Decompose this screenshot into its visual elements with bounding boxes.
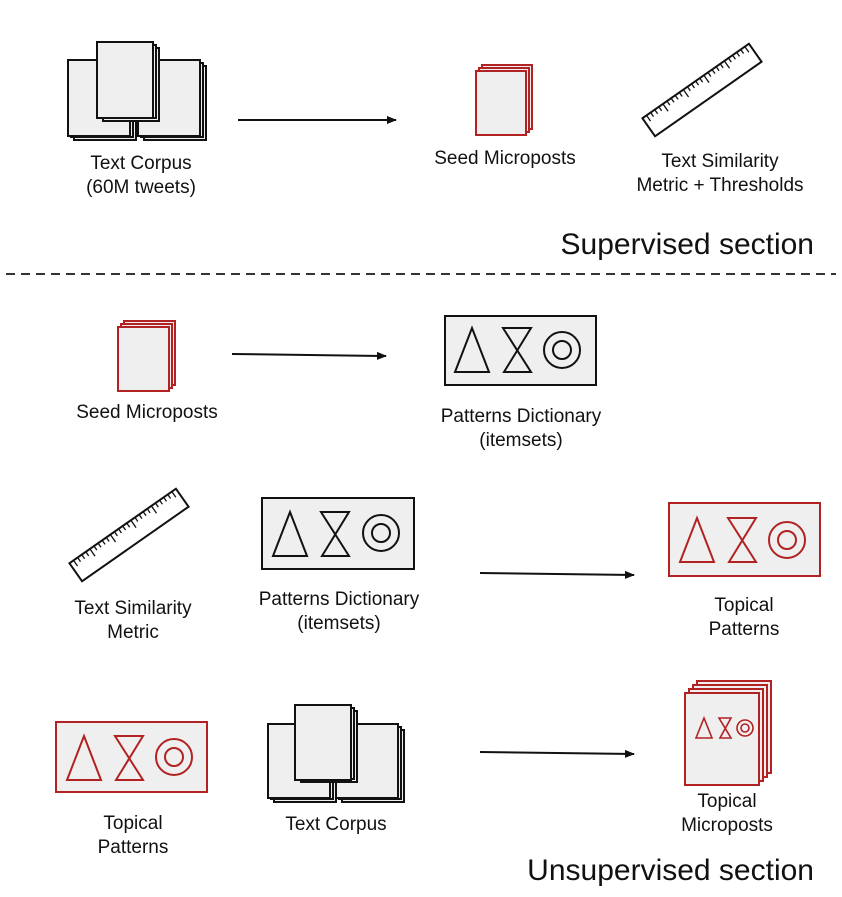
corpus-label: Text Corpus (60M tweets) — [86, 153, 196, 198]
topical-patterns-icon — [668, 502, 821, 577]
patterns-dictionary-label: Patterns Dictionary (itemsets) — [258, 589, 420, 634]
corpus-label: Text Corpus — [285, 814, 387, 835]
corpus-icon — [67, 41, 207, 141]
patterns-dictionary-label: Patterns Dictionary (itemsets) — [440, 406, 602, 451]
topical-patterns-label: Topical Patterns — [708, 595, 780, 640]
unsupervised-section-title: Unsupervised section — [527, 854, 814, 887]
ruler-icon — [641, 42, 763, 138]
metric-label: Text Similarity Metric + Thresholds — [636, 151, 804, 196]
arrow-right-icon — [479, 570, 635, 579]
corpus-icon — [267, 704, 405, 803]
topical-patterns-icon — [55, 721, 208, 793]
arrow-right-icon — [231, 351, 387, 360]
seed-microposts-label: Seed Microposts — [434, 148, 576, 169]
seed-microposts-label: Seed Microposts — [76, 402, 218, 423]
patterns-dictionary-icon — [444, 315, 597, 386]
arrow-right-icon — [479, 749, 635, 758]
ruler-icon — [68, 487, 190, 583]
seed-microposts-icon — [475, 64, 533, 136]
topical-microposts-label: Topical Microposts — [681, 791, 773, 836]
metric-label: Text Similarity Metric — [74, 598, 192, 643]
patterns-dictionary-icon — [261, 497, 415, 570]
topical-microposts-icon — [684, 680, 772, 786]
seed-microposts-icon — [117, 320, 176, 392]
supervised-section-title: Supervised section — [560, 228, 814, 261]
topical-patterns-label: Topical Patterns — [97, 813, 169, 858]
